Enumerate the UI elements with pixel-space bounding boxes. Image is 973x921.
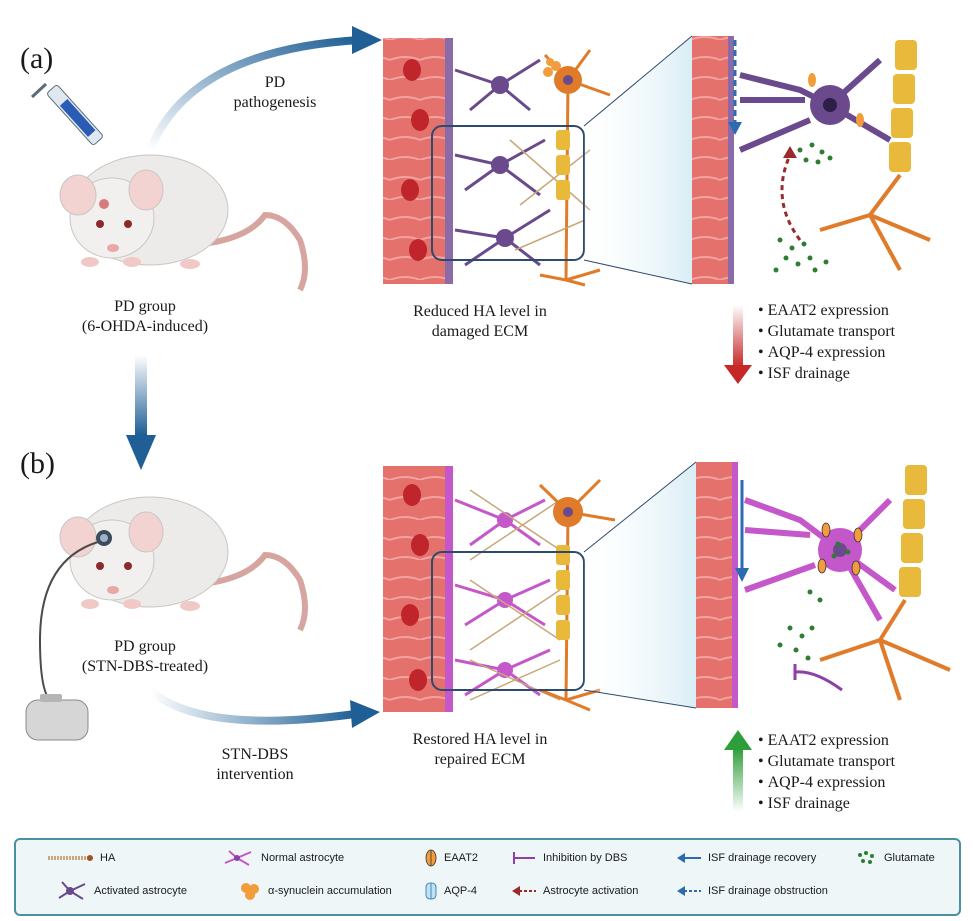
bullet-list-a: EAAT2 expression Glutamate transport AQP…	[758, 300, 896, 384]
bullet-item: ISF drainage	[758, 793, 895, 814]
legend-item-ha: HA	[46, 849, 115, 867]
bullet-item: EAAT2 expression	[758, 300, 895, 321]
transition-arrowhead	[126, 435, 156, 470]
ecm-a-caption: Reduced HA level in damaged ECM	[413, 303, 547, 340]
pd-pathogenesis-arrow	[146, 36, 361, 152]
panel-a-label: (a)	[20, 42, 54, 75]
mouse-a-illustration	[59, 154, 308, 292]
legend-item-astrocyte-activation: Astrocyte activation	[511, 882, 638, 900]
isf-obstruction-icon	[677, 886, 701, 896]
trend-arrow-a-head	[724, 365, 752, 384]
dbs-intervention-arrowhead	[350, 700, 380, 728]
alpha-synuclein-a	[543, 58, 561, 77]
legend-item-alpha-synuclein: α-synuclein accumulation	[238, 882, 392, 900]
bullet-item: Glutamate transport	[758, 321, 896, 342]
transition-arrow-shaft	[135, 355, 147, 435]
mouse-a-caption: PD group (6-OHDA-induced)	[81, 298, 209, 335]
aqp4-icon	[425, 882, 437, 900]
bullet-item: AQP-4 expression	[758, 342, 895, 363]
bullet-item: AQP-4 expression	[758, 772, 895, 793]
inhibition-icon	[513, 852, 535, 864]
legend-item-glutamate: Glutamate	[856, 849, 935, 867]
ha-icon	[48, 855, 93, 861]
dbs-lead-wire	[38, 541, 99, 701]
bullet-list-b: EAAT2 expression Glutamate transport AQP…	[758, 730, 896, 814]
trend-arrow-a-shaft	[733, 305, 743, 367]
legend-item-isf-obstruction: ISF drainage obstruction	[676, 882, 828, 900]
dbs-intervention-arrow	[147, 686, 356, 725]
syringe-icon	[30, 82, 109, 183]
zoom-cone-a	[584, 36, 692, 284]
inhibition-by-dbs-b	[794, 670, 843, 692]
legend-item-normal-astrocyte: Normal astrocyte	[221, 849, 344, 867]
legend-item-inhibition: Inhibition by DBS	[511, 849, 627, 867]
legend-item-activated-astrocyte: Activated astrocyte	[56, 881, 187, 900]
astrocyte-activation-arrow-a	[780, 154, 802, 241]
eaat2-icon	[425, 849, 437, 867]
myelin-b	[556, 545, 570, 640]
isf-recovery-icon	[677, 853, 701, 863]
pulse-generator-icon	[25, 694, 89, 741]
glutamate-dots-a	[773, 142, 833, 273]
zoom-cone-b	[584, 462, 696, 708]
mouse-b-caption: PD group (STN-DBS-treated)	[81, 638, 209, 675]
vessel-b	[383, 466, 453, 712]
trend-arrow-b-shaft	[733, 748, 743, 812]
mouse-b-illustration	[59, 496, 308, 632]
activated-astrocyte-icon	[58, 881, 86, 900]
alpha-synuclein-icon	[241, 883, 259, 900]
zoom-panel-a	[692, 36, 931, 284]
glutamate-icon	[858, 851, 874, 864]
bullet-item: EAAT2 expression	[758, 730, 895, 751]
trend-arrow-b-head	[724, 730, 752, 750]
zoom-panel-b	[696, 462, 951, 708]
ha-fibers-b	[469, 489, 561, 701]
legend-item-isf-recovery: ISF drainage recovery	[676, 849, 816, 867]
vessel-a	[383, 38, 453, 284]
astrocyte-activation-icon	[512, 886, 536, 896]
myelin-a	[556, 130, 570, 200]
legend-box: HA Normal astrocyte EAAT2 Inhibition by …	[14, 838, 961, 916]
ha-fibers-a	[509, 139, 591, 251]
bullet-item: ISF drainage	[758, 363, 895, 384]
stn-dbs-label: STN-DBS intervention	[216, 746, 294, 783]
ecm-b-caption: Restored HA level in repaired ECM	[412, 731, 548, 768]
pd-pathogenesis-label: PD pathogenesis	[233, 74, 317, 111]
panel-b-label: (b)	[20, 447, 55, 480]
pd-pathogenesis-arrowhead	[352, 26, 382, 54]
bullet-item: Glutamate transport	[758, 751, 896, 772]
legend-item-eaat2: EAAT2	[424, 849, 478, 867]
legend-item-aqp4: AQP-4	[424, 882, 477, 900]
normal-astrocyte-icon	[224, 850, 252, 866]
glutamate-dots-b	[777, 541, 851, 661]
